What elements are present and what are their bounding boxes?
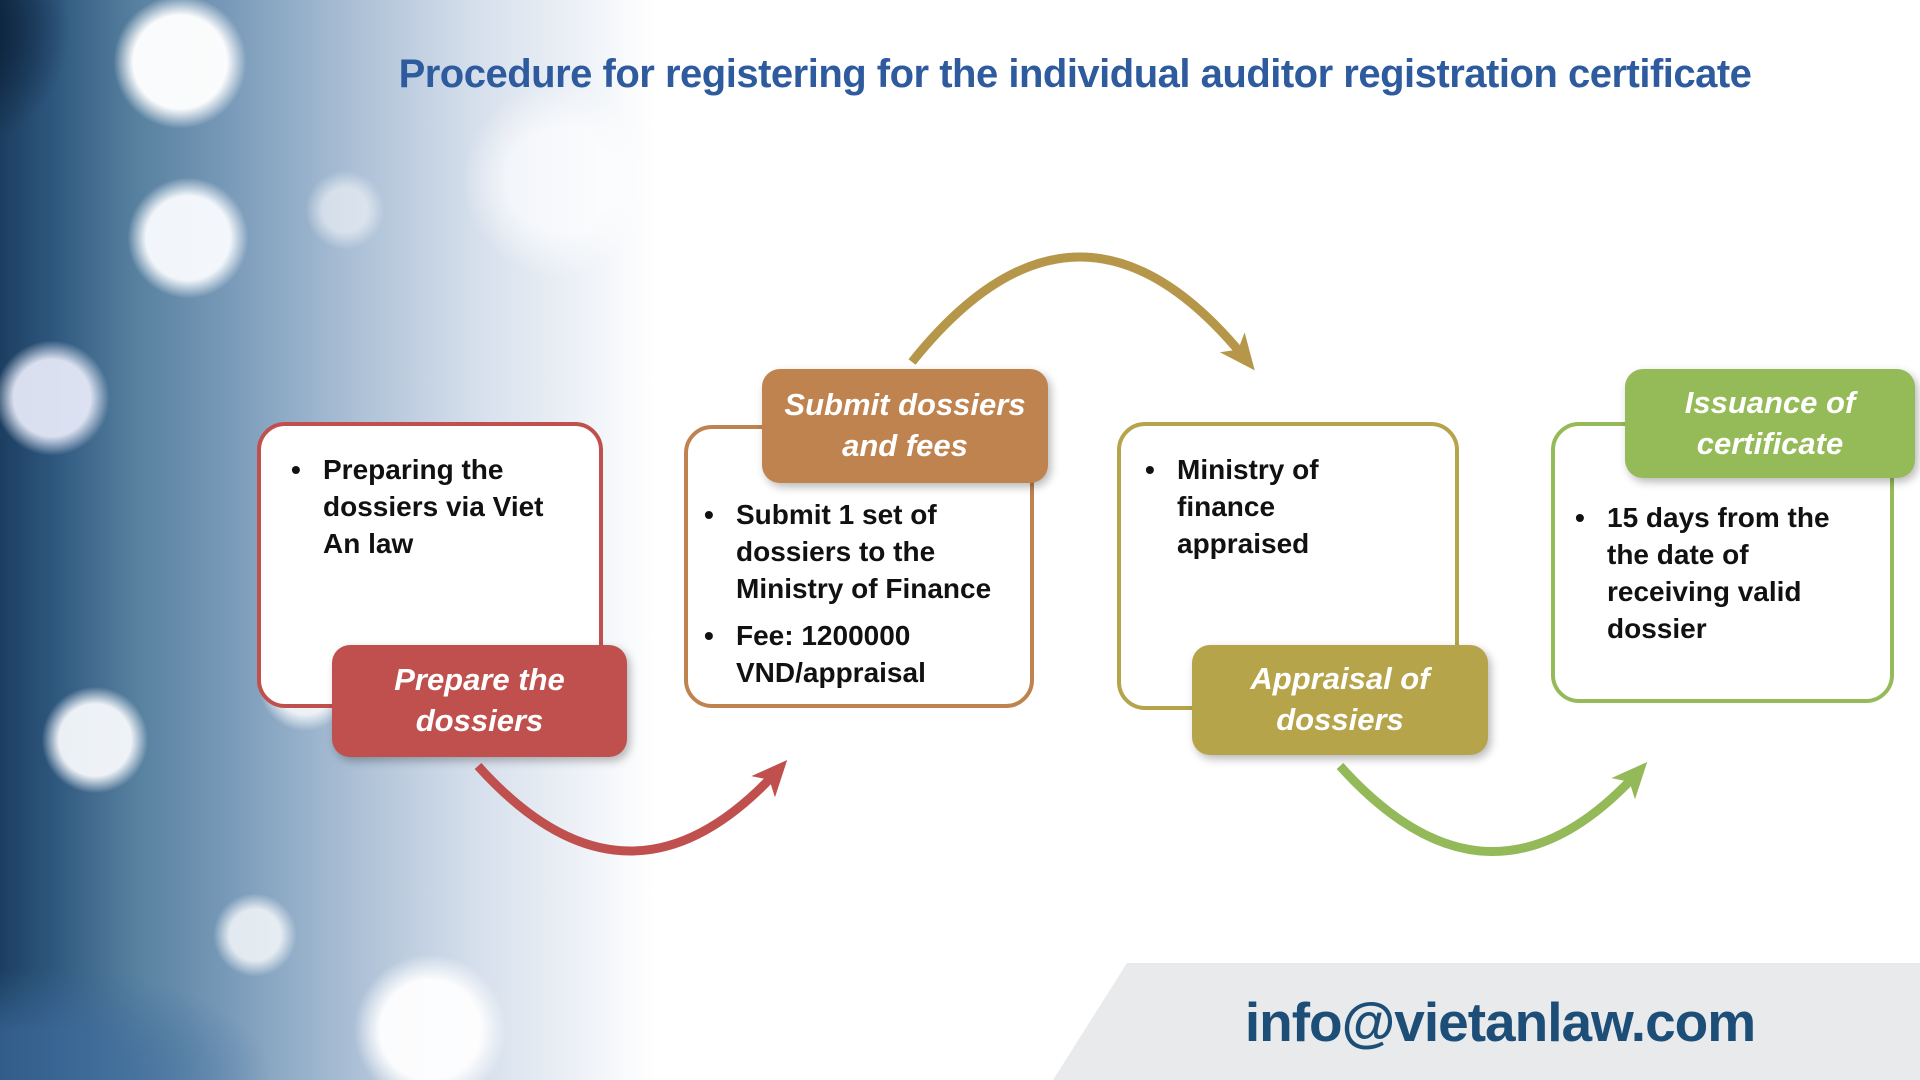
step-bullet-list: Submit 1 set of dossiers to the Ministry… [688,429,1030,692]
step-label-submit: Submit dossiers and fees [762,369,1048,483]
step-box-appraisal: Ministry of finance appraised [1117,422,1459,710]
bullet-item: Submit 1 set of dossiers to the Ministry… [696,497,1018,608]
bullet-item: 15 days from the the date of receiving v… [1567,500,1859,648]
step-label-issuance: Issuance of certificate [1625,369,1915,478]
step-bullet-list: Preparing the dossiers via Viet An law [261,426,599,563]
bullet-item: Preparing the dossiers via Viet An law [283,452,573,563]
bullet-item: Ministry of finance appraised [1137,452,1377,563]
arrow-appraisal-to-issuance [1336,761,1648,856]
contact-email: info@vietanlaw.com [1244,990,1756,1053]
arrow-submit-to-appraisal [908,252,1255,371]
step-label-prepare: Prepare the dossiers [332,645,627,757]
step-bullet-list: 15 days from the the date of receiving v… [1555,426,1890,648]
bullet-item: Fee: 1200000 VND/appraisal [696,618,1018,692]
slide-title: Procedure for registering for the indivi… [398,52,1752,96]
step-label-appraisal: Appraisal of dossiers [1192,645,1488,755]
footer-band: info@vietanlaw.com [1053,963,1920,1080]
step-bullet-list: Ministry of finance appraised [1121,426,1455,563]
arrow-prepare-to-submit [474,759,788,856]
